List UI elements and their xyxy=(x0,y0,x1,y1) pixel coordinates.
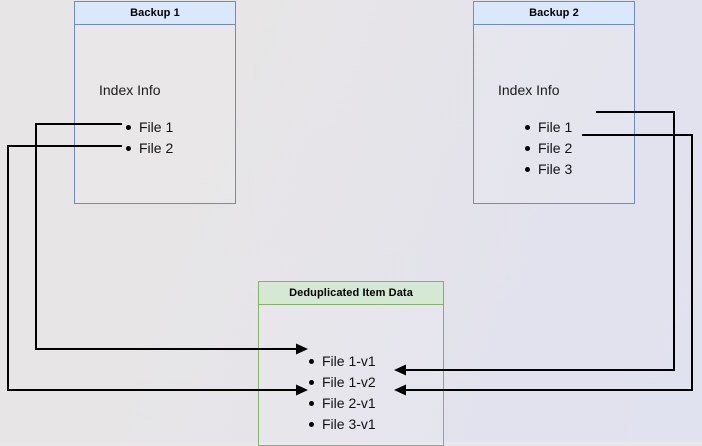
deduplicated-file-list: File 1-v1 File 1-v2 File 2-v1 File 3-v1 xyxy=(307,351,376,435)
backup-2-index-info-label: Index Info xyxy=(498,82,560,98)
deduplicated-item-data-box: Deduplicated Item Data File 1-v1 File 1-… xyxy=(258,281,444,446)
list-item: File 2-v1 xyxy=(307,393,376,414)
backup-2-header: Backup 2 xyxy=(474,2,634,25)
backup-1-box: Backup 1 Index Info File 1 File 2 xyxy=(74,1,236,204)
backup-2-file-list: File 1 File 2 File 3 xyxy=(523,117,572,180)
backup-1-header: Backup 1 xyxy=(75,2,235,25)
deduplicated-item-data-body: File 1-v1 File 1-v2 File 2-v1 File 3-v1 xyxy=(259,305,443,445)
backup-1-file-list: File 1 File 2 xyxy=(124,117,173,159)
list-item: File 2 xyxy=(523,138,572,159)
list-item: File 2 xyxy=(124,138,173,159)
backup-2-box: Backup 2 Index Info File 1 File 2 File 3 xyxy=(473,1,635,204)
backup-1-index-info-label: Index Info xyxy=(99,82,161,98)
list-item: File 3-v1 xyxy=(307,414,376,435)
list-item: File 1 xyxy=(124,117,173,138)
backup-2-body: Index Info File 1 File 2 File 3 xyxy=(474,25,634,203)
deduplicated-item-data-header: Deduplicated Item Data xyxy=(259,282,443,305)
backup-1-body: Index Info File 1 File 2 xyxy=(75,25,235,203)
list-item: File 3 xyxy=(523,159,572,180)
list-item: File 1 xyxy=(523,117,572,138)
list-item: File 1-v1 xyxy=(307,351,376,372)
list-item: File 1-v2 xyxy=(307,372,376,393)
